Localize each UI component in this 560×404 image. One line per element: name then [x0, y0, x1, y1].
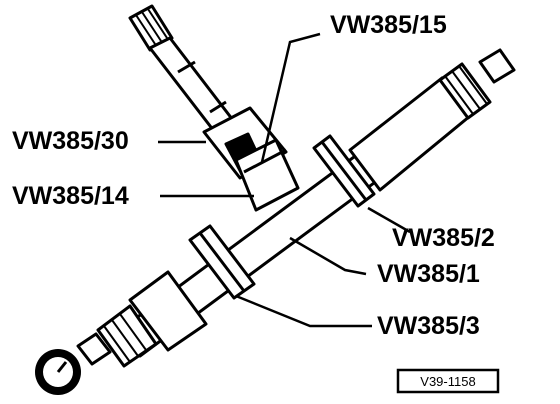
label-vw385-3: VW385/3	[377, 312, 480, 340]
label-vw385-2: VW385/2	[392, 224, 495, 252]
leader-lines	[158, 32, 411, 328]
label-vw385-30: VW385/30	[12, 127, 129, 155]
dial-gauge-icon	[35, 349, 81, 395]
main-bar	[76, 48, 516, 368]
leader-vw385-15	[260, 32, 321, 163]
figure-id: V39-1158	[420, 374, 475, 389]
upper-setting-tool	[128, 4, 300, 212]
label-vw385-15: VW385/15	[330, 11, 447, 39]
leader-vw385-2	[367, 206, 411, 234]
leader-vw385-1	[289, 236, 367, 276]
label-vw385-1: VW385/1	[377, 260, 480, 288]
label-vw385-14: VW385/14	[12, 182, 129, 210]
figure-id-box: V39-1158	[396, 368, 500, 394]
leader-vw385-3	[235, 294, 372, 328]
